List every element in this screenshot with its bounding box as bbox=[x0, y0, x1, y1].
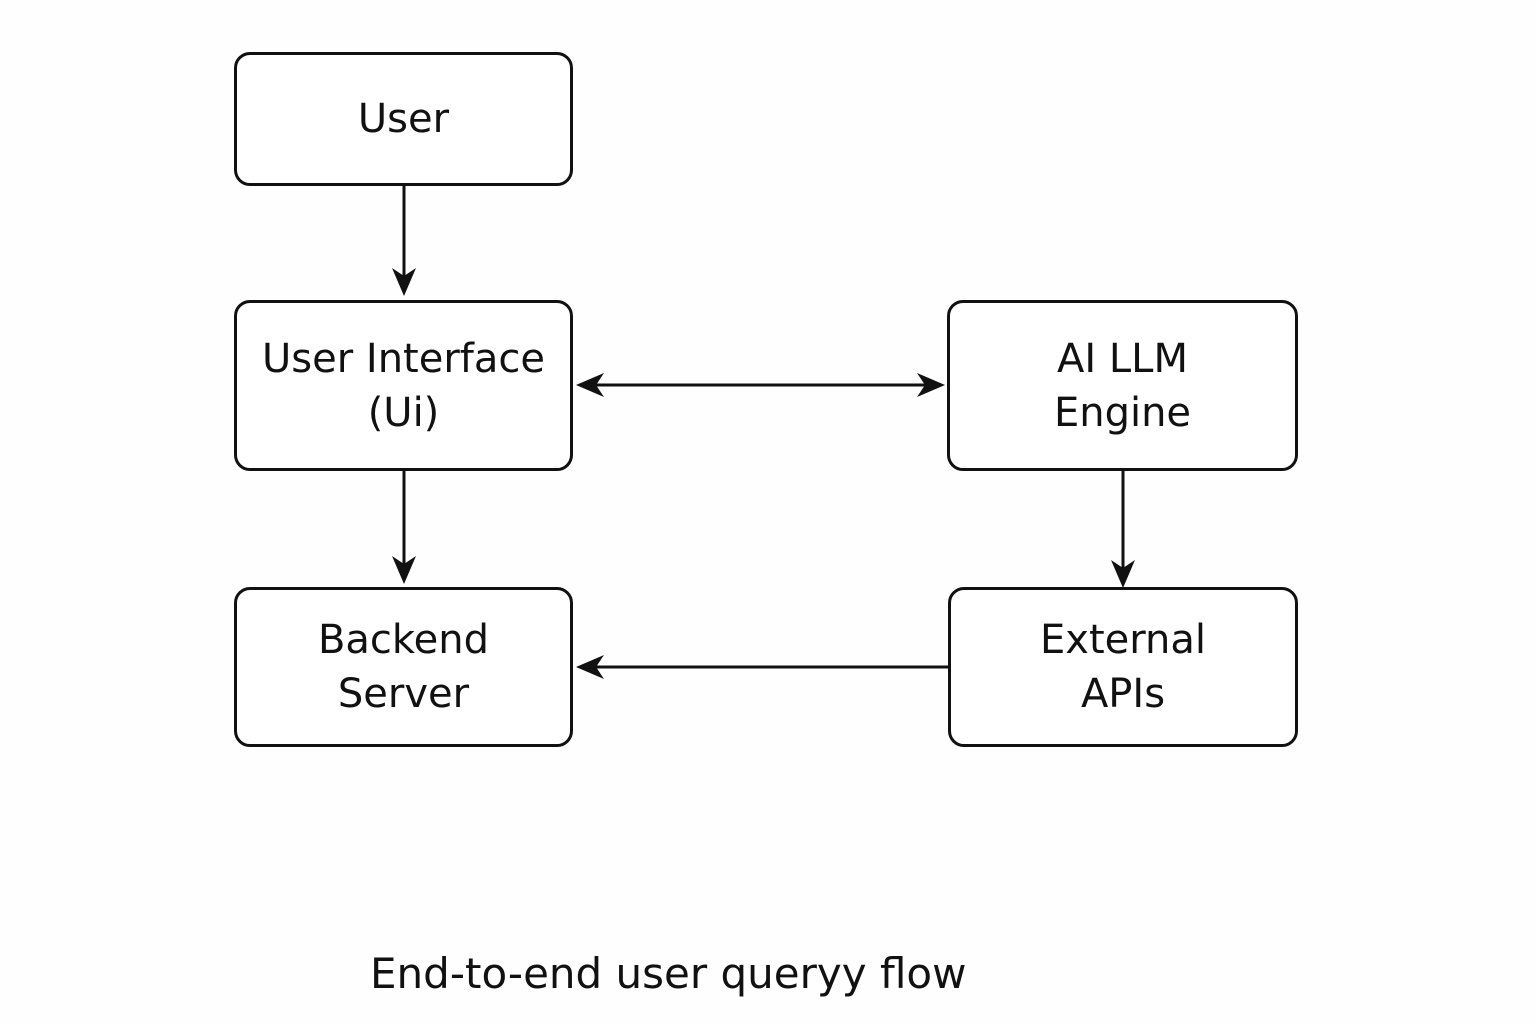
node-external-apis: External APIs bbox=[948, 587, 1298, 747]
node-backend-server: Backend Server bbox=[234, 587, 573, 747]
node-ai-llm-engine: AI LLM Engine bbox=[947, 300, 1298, 471]
node-user-interface-label: User Interface (Ui) bbox=[262, 335, 545, 436]
arrowhead-llm-side bbox=[917, 373, 945, 397]
arrowhead-ui-side bbox=[576, 373, 604, 397]
node-user: User bbox=[234, 52, 573, 186]
node-user-label: User bbox=[357, 96, 450, 142]
arrowhead-user-to-ui bbox=[392, 268, 416, 296]
arrowhead-apis-to-backend bbox=[576, 655, 604, 679]
node-external-apis-label: External APIs bbox=[1040, 617, 1206, 717]
node-ai-llm-engine-label: AI LLM Engine bbox=[1053, 335, 1192, 436]
node-backend-server-label: Backend Server bbox=[317, 617, 490, 717]
arrowhead-llm-to-apis bbox=[1111, 560, 1135, 588]
diagram-caption: End-to-end user queryy flow bbox=[370, 949, 967, 998]
node-user-interface: User Interface (Ui) bbox=[234, 300, 573, 471]
arrowhead-ui-to-backend bbox=[392, 556, 416, 584]
